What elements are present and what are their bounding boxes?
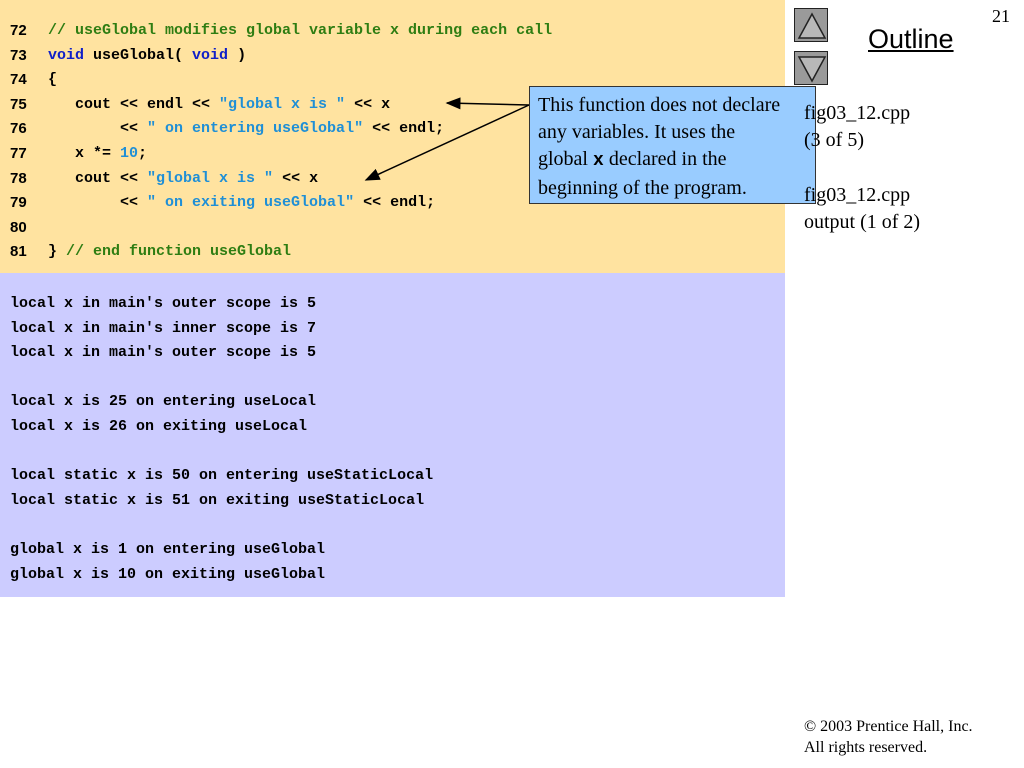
code-line: 77 x *= 10; [0, 142, 785, 166]
code-token: << x [345, 95, 391, 113]
code-line: 79 << " on exiting useGlobal" << endl; [0, 191, 785, 215]
callout-line-3: global x declared in the [538, 146, 807, 175]
output-line: local static x is 51 on exiting useStati… [10, 491, 425, 509]
code-token: << [48, 194, 148, 212]
callout-box: This function does not declare any varia… [529, 86, 816, 204]
side-file-page-1: (3 of 5) [804, 129, 864, 151]
code-token: } [48, 243, 67, 261]
code-text: } // end function useGlobal [48, 240, 291, 264]
line-number: 77 [10, 145, 27, 162]
code-line: 80 [0, 216, 785, 240]
output-line: global x is 1 on entering useGlobal [10, 541, 326, 558]
output-line: local x in main's inner scope is 7 [10, 319, 317, 337]
side-file-name-2: fig03_12.cpp [804, 184, 911, 206]
callout-line-1: This function does not declare [538, 94, 781, 116]
code-line: 81} // end function useGlobal [0, 240, 785, 264]
code-token: << endl; [354, 194, 436, 212]
code-token: useGlobal( [84, 46, 193, 64]
code-line: 78 cout << "global x is " << x [0, 167, 785, 191]
code-token: // useGlobal modifies global variable x … [48, 22, 553, 39]
code-token: ; [138, 145, 148, 162]
code-token: " on exiting useGlobal" [147, 194, 355, 212]
line-number: 81 [10, 243, 27, 261]
output-line: local x is 25 on entering useLocal [10, 393, 317, 411]
output-line: local x is 26 on exiting useLocal [10, 418, 308, 435]
code-line: 74 { [0, 68, 785, 92]
line-number: 76 [10, 120, 27, 138]
code-token: { [48, 71, 58, 89]
copyright: © 2003 Prentice Hall, Inc. All rights re… [804, 716, 973, 758]
outline-title[interactable]: Outline [868, 24, 954, 54]
callout-line-3-post: declared in the [603, 148, 727, 170]
output-line: local x in main's outer scope is 5 [10, 295, 317, 312]
code-line: 73 void useGlobal( void ) [0, 44, 785, 68]
copyright-line-2: All rights reserved. [804, 739, 928, 756]
triangle-up-icon [797, 12, 827, 39]
output-line: local x in main's outer scope is 5 [10, 344, 317, 362]
side-file-name-1: fig03_12.cpp [804, 102, 911, 124]
code-token: << x [273, 169, 319, 187]
code-token: "global x is " [219, 95, 346, 113]
line-number: 74 [10, 71, 27, 89]
code-text: cout << endl << "global x is " << x [48, 93, 390, 117]
code-line: 75 cout << endl << "global x is " << x [0, 93, 785, 117]
code-text: << " on entering useGlobal" << endl; [48, 117, 444, 141]
code-token: ) [228, 46, 247, 64]
code-token: cout << [48, 169, 148, 187]
callout-line-3-pre: global [538, 148, 593, 170]
page-number: 21 [992, 6, 1010, 26]
line-number: 78 [10, 169, 27, 187]
line-number: 73 [10, 46, 27, 64]
code-text: // useGlobal modifies global variable x … [48, 19, 552, 43]
code-token: cout << endl << [48, 95, 220, 113]
line-number: 80 [10, 218, 27, 236]
output-line: local static x is 50 on entering useStat… [10, 467, 434, 485]
code-token: void [48, 46, 85, 64]
code-token: x *= [48, 145, 121, 162]
code-text: cout << "global x is " << x [48, 167, 318, 191]
output-line: global x is 10 on exiting useGlobal [10, 565, 326, 583]
previous-slide-button[interactable] [794, 8, 828, 42]
line-number: 79 [10, 194, 27, 212]
copyright-line-1: © 2003 Prentice Hall, Inc. [804, 718, 973, 735]
code-token: 10 [120, 145, 139, 162]
line-number: 75 [10, 95, 27, 113]
code-text: { [48, 68, 57, 92]
code-line: 72 // useGlobal modifies global variable … [0, 19, 785, 43]
code-token: void [192, 46, 229, 64]
program-output: local x in main's outer scope is 5 local … [0, 273, 785, 597]
code-token: << [48, 120, 148, 138]
callout-line-4: beginning of the program. [538, 177, 747, 199]
code-token: " on entering useGlobal" [147, 120, 364, 138]
code-text: << " on exiting useGlobal" << endl; [48, 191, 435, 215]
callout-code-x: x [593, 151, 604, 171]
code-token: // end function useGlobal [66, 243, 292, 261]
side-file-subtitle-2: output (1 of 2) [804, 211, 921, 233]
triangle-down-icon [797, 56, 827, 83]
line-number: 72 [10, 22, 27, 39]
code-token: << endl; [363, 120, 445, 138]
code-text: void useGlobal( void ) [48, 44, 246, 68]
callout-line-2: any variables. It uses the [538, 121, 736, 143]
next-slide-button[interactable] [794, 51, 828, 85]
code-text: x *= 10; [48, 142, 147, 166]
code-token: "global x is " [147, 169, 274, 187]
